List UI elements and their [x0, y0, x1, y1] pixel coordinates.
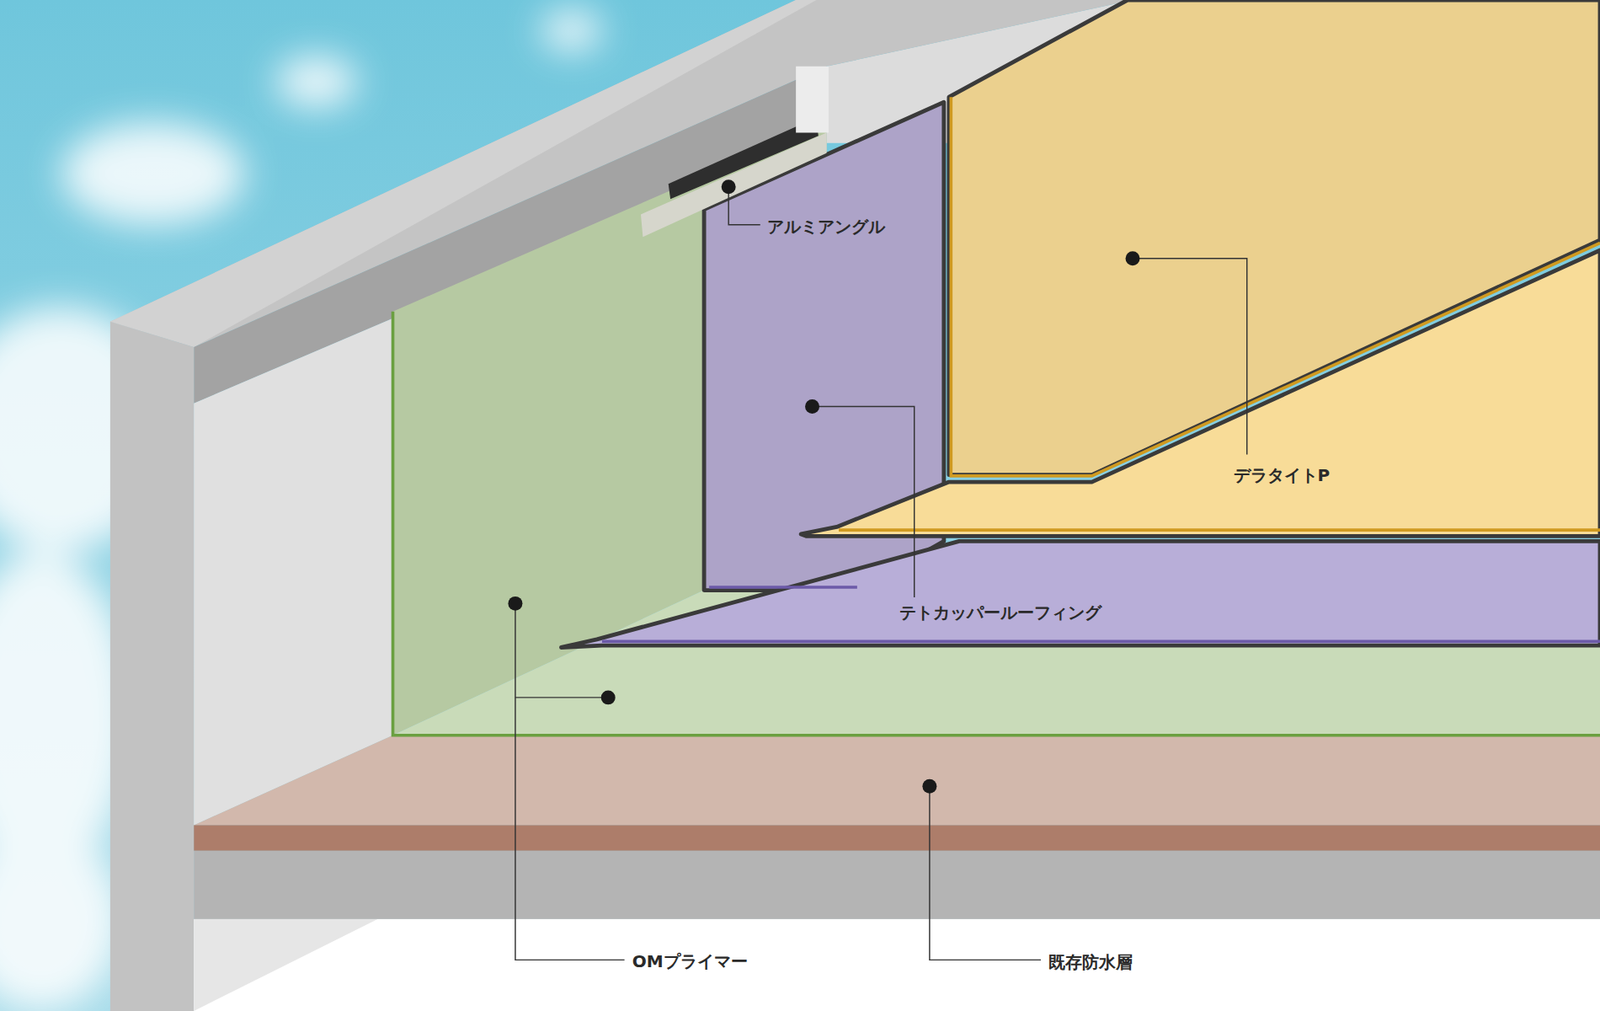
part-label: 既存防水層: [1046, 951, 1135, 972]
part-label: テトカッパールーフィング: [897, 602, 1104, 623]
finish-sheet: [800, 0, 1600, 536]
building-structure: [110, 0, 1600, 1011]
part-label: OMプライマー: [630, 950, 750, 971]
part-label: デラタイトP: [1232, 464, 1333, 486]
leader-lines: [515, 186, 1248, 960]
part-label: アルミアングル: [765, 216, 887, 237]
callout-dots: [507, 179, 1140, 793]
existing-waterproof-layer: [193, 735, 1600, 851]
aluminium-angle: [640, 66, 829, 237]
